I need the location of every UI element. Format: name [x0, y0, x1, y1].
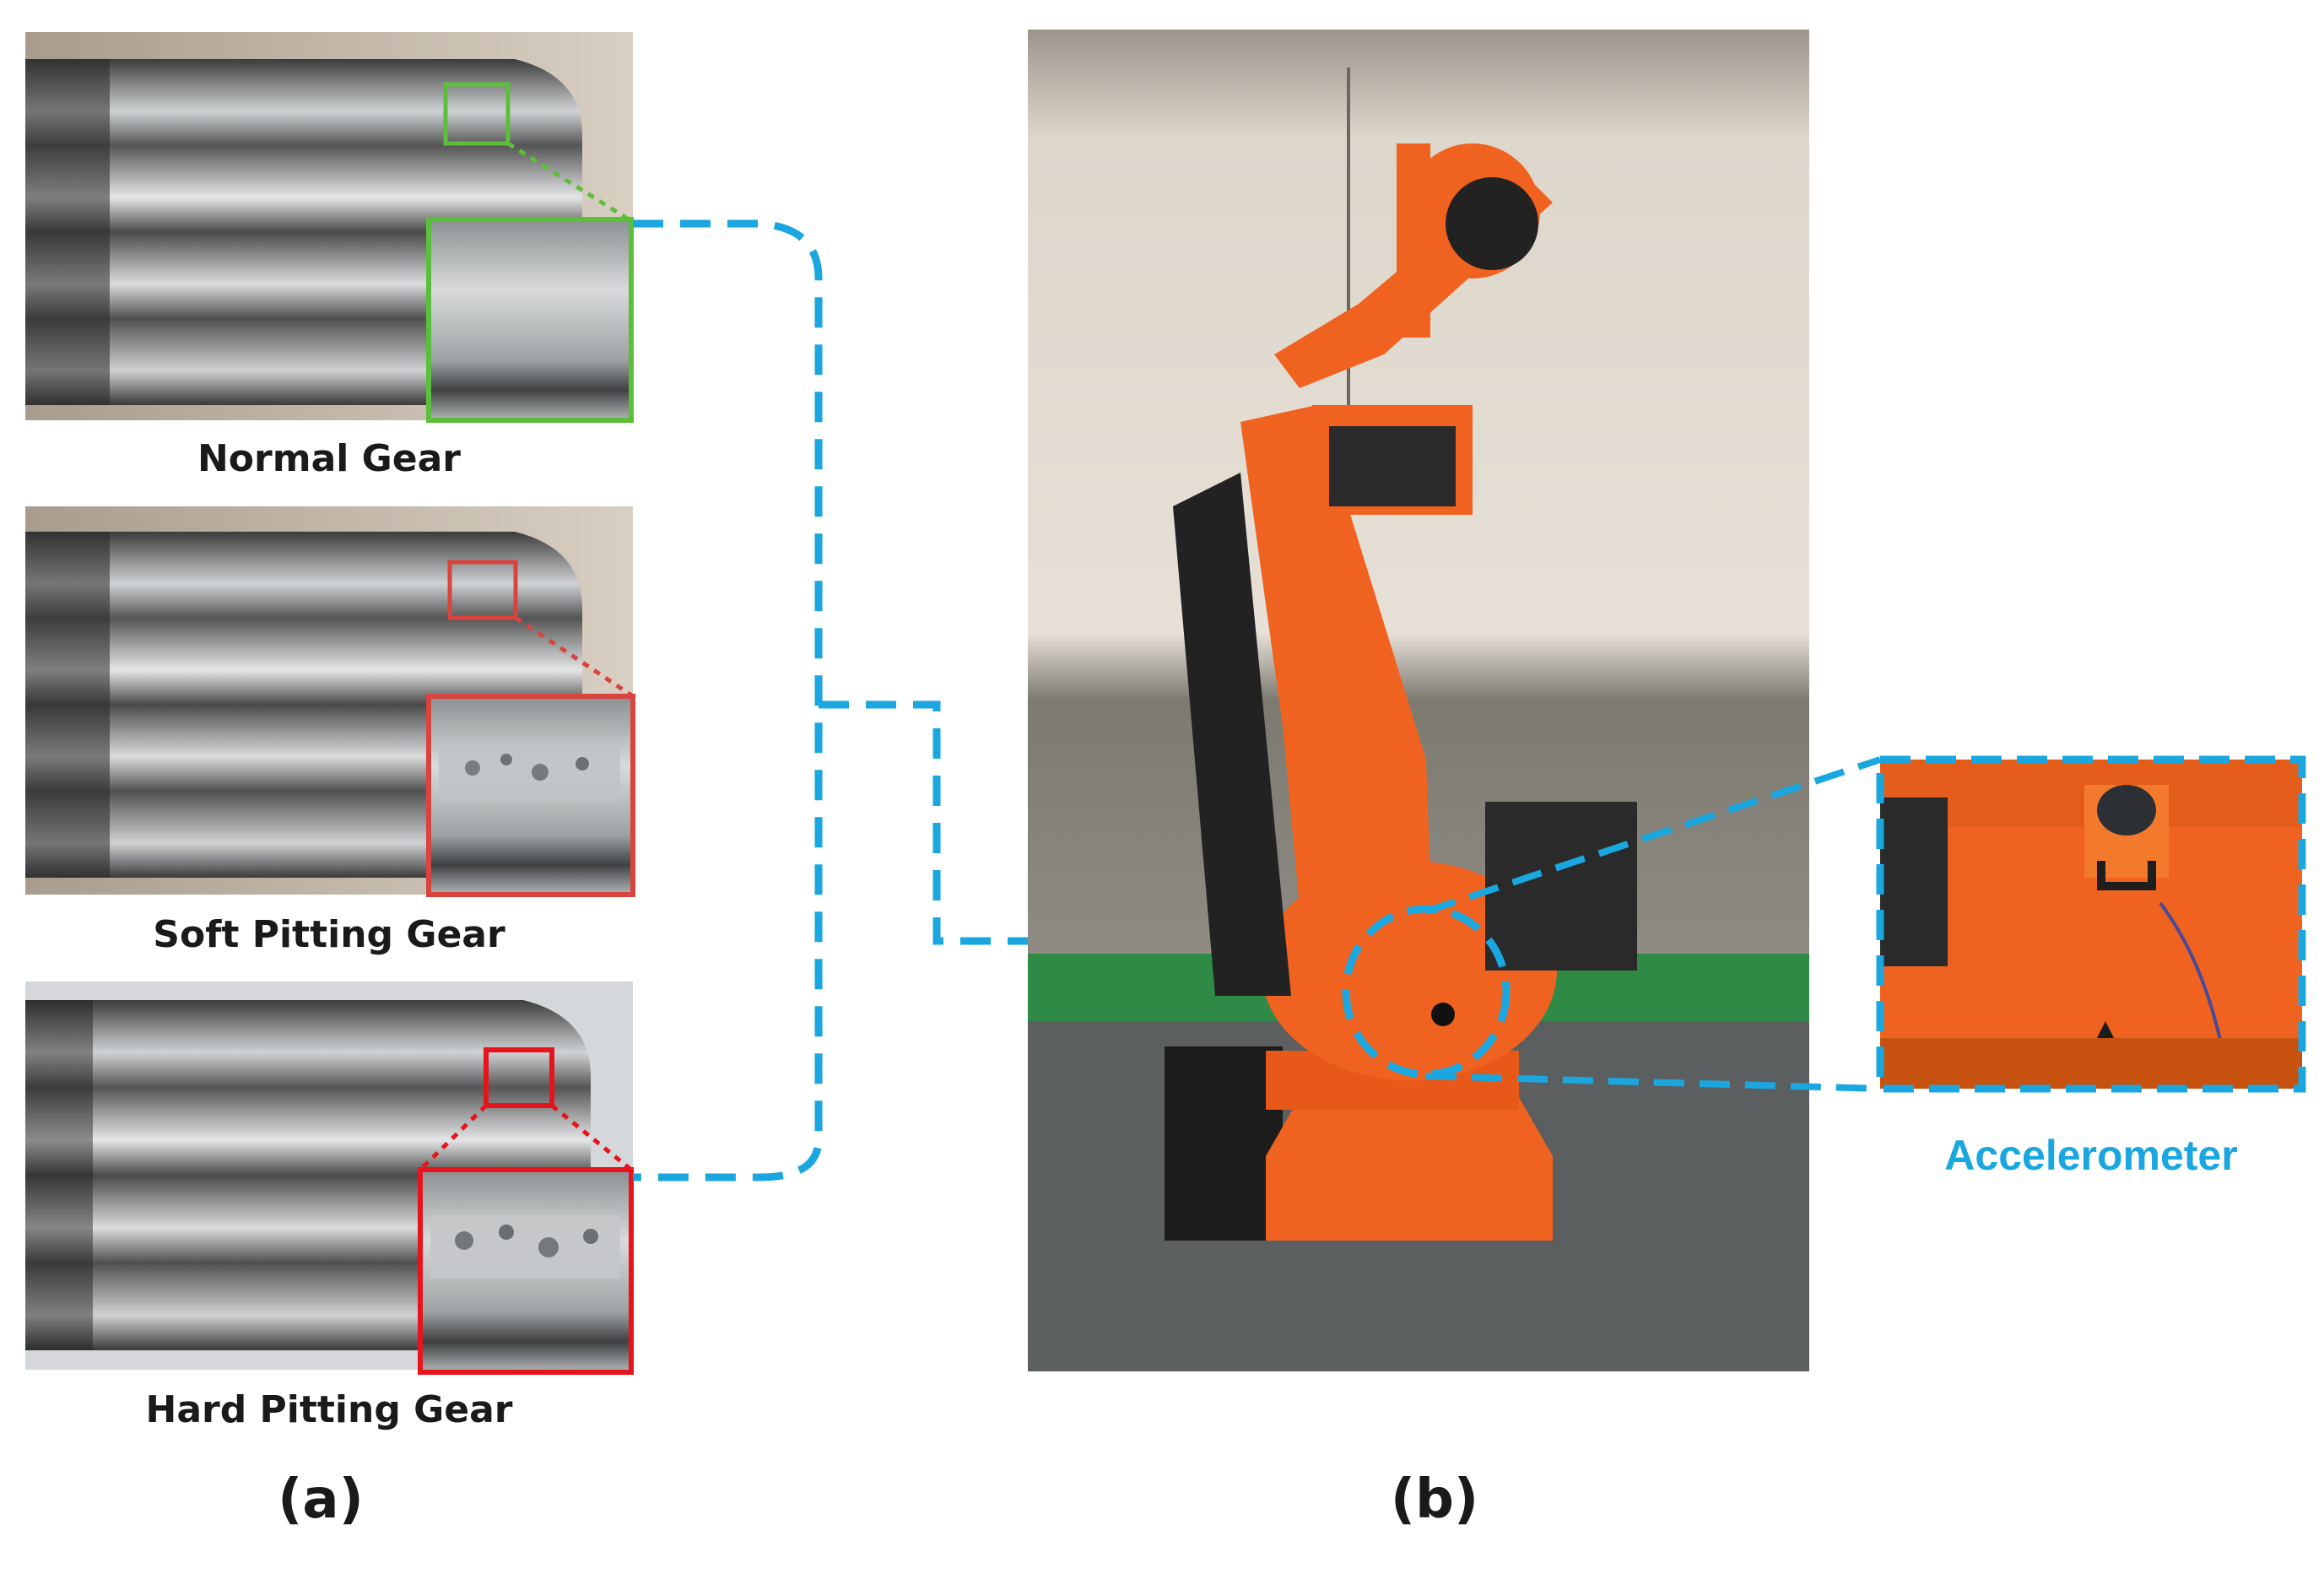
normal-gear-caption: Normal Gear [197, 437, 462, 480]
connector-bracket [633, 219, 1266, 1182]
callout-lines [1424, 756, 1882, 1092]
robot-photo [1028, 30, 1809, 1371]
hard-pitting-gear-caption: Hard Pitting Gear [145, 1388, 513, 1431]
soft-pitting-gear-photo [25, 506, 635, 897]
accelerometer-zoom-inset [1876, 755, 2306, 1093]
soft-pitting-gear-caption: Soft Pitting Gear [153, 913, 505, 956]
panel-a-label: (a) [278, 1468, 364, 1531]
normal-gear-photo [25, 32, 634, 423]
panel-b-label: (b) [1390, 1468, 1479, 1531]
accelerometer-label: Accelerometer [1944, 1132, 2238, 1179]
hard-pitting-gear-photo [25, 981, 634, 1375]
